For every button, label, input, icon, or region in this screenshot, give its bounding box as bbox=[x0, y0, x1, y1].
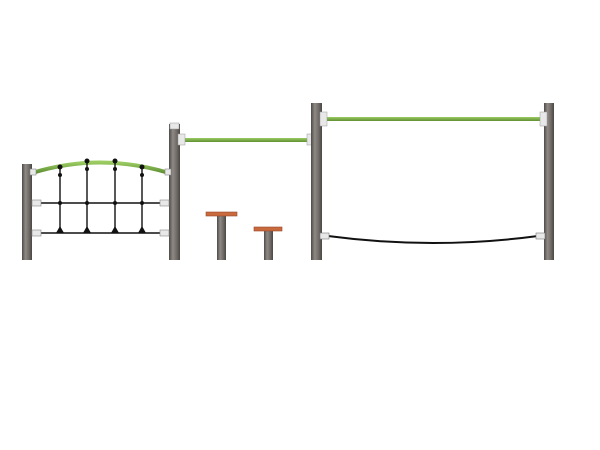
high-bar bbox=[322, 117, 544, 121]
low-bar-bracket-left bbox=[177, 133, 186, 146]
stump-top-left bbox=[205, 211, 238, 217]
net-top-curved-bar bbox=[31, 160, 170, 175]
high-post-right bbox=[544, 103, 554, 260]
high-bar-bracket-left bbox=[319, 111, 328, 127]
stepping-stump-right bbox=[253, 226, 283, 260]
net-post-right-cap bbox=[169, 122, 180, 130]
net-ropes bbox=[32, 162, 169, 234]
net-rope-knots bbox=[56, 158, 146, 233]
net-post-left bbox=[22, 164, 32, 260]
horizontal-bar-high bbox=[311, 103, 554, 260]
rope-bracket-left bbox=[319, 232, 330, 240]
low-bar bbox=[180, 138, 312, 142]
stump-top-right bbox=[253, 226, 283, 232]
horizontal-bar-low bbox=[177, 133, 315, 146]
net-brackets bbox=[29, 168, 172, 237]
high-post-left bbox=[311, 103, 322, 260]
rope-bracket-right bbox=[535, 232, 546, 240]
net-post-right bbox=[169, 124, 180, 260]
balance-rope bbox=[319, 232, 546, 244]
stepping-stump-left bbox=[205, 211, 238, 260]
high-bar-bracket-right bbox=[539, 111, 548, 127]
climbing-net-panel bbox=[22, 122, 180, 260]
rope-line bbox=[327, 235, 539, 244]
